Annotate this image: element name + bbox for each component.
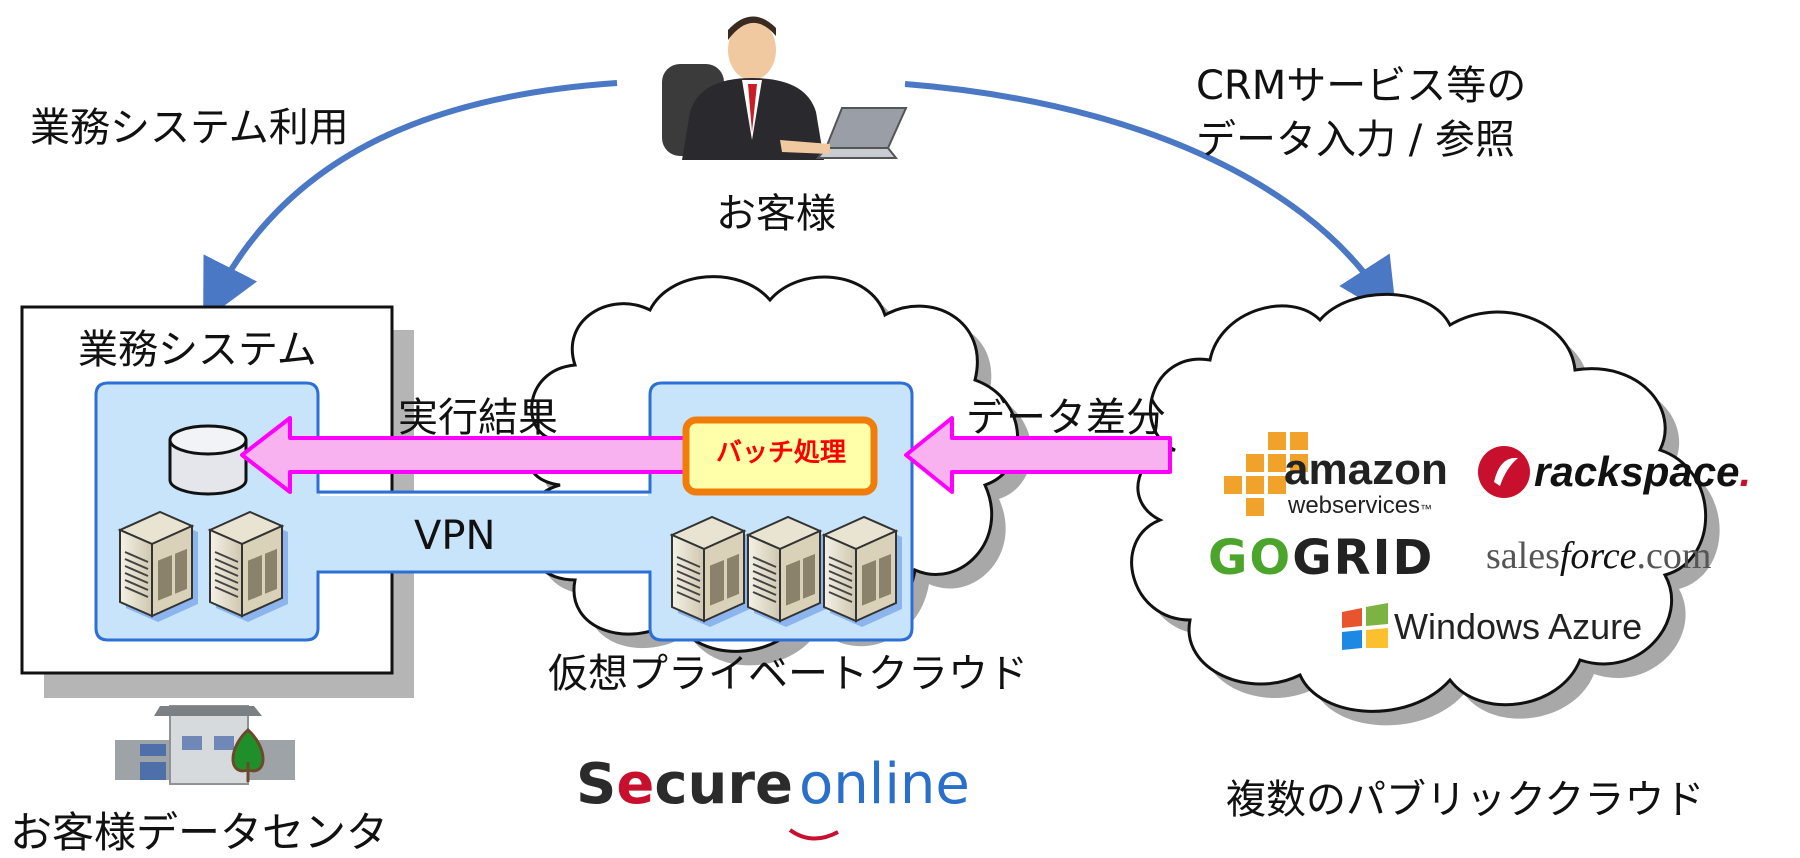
gogrid-o: O	[1249, 530, 1293, 586]
server-rack-icon	[823, 516, 903, 628]
rackspace-logo: rackspace.	[1534, 448, 1751, 496]
salesforce-com: .com	[1636, 535, 1712, 577]
secure-online-nline: nline	[833, 752, 970, 817]
batch-process-box	[682, 416, 878, 496]
amazon-cube-icon	[1224, 432, 1308, 516]
rackspace-dot: .	[1739, 448, 1752, 495]
right-arrow-label-line1: CRMサービス等の	[1196, 63, 1527, 109]
person-at-laptop-icon	[662, 16, 908, 160]
secure-online-swirl	[788, 828, 839, 841]
left-arrow-label: 業務システム利用	[30, 105, 349, 151]
aws-web-services: webservices	[1288, 492, 1421, 519]
azure-azure: Azure	[1548, 606, 1643, 647]
office-building-icon	[115, 705, 295, 785]
gogrid-g: G	[1208, 530, 1250, 586]
business-system-title: 業務システム	[78, 327, 317, 373]
diff-arrow	[904, 416, 1172, 494]
windows-azure-logo: Windows Azure	[1394, 606, 1642, 648]
server-rack-icon	[119, 511, 199, 623]
salesforce-logo: salesforce.com	[1486, 534, 1711, 578]
diff-label: データ差分	[966, 395, 1166, 441]
server-rack-icon	[671, 516, 751, 628]
secure-online-o: o	[799, 752, 834, 817]
datacenter-label: お客様データセンタ	[10, 808, 389, 857]
vpn-label: VPN	[414, 513, 496, 559]
public-cloud-shape	[1130, 292, 1708, 713]
database-icon	[168, 424, 248, 496]
right-arrow-label-line2: データ入力 / 参照	[1196, 117, 1515, 163]
aws-tm: ™	[1420, 502, 1433, 516]
customer-label: お客様	[716, 191, 836, 237]
azure-windows: Windows	[1394, 606, 1541, 647]
salesforce-force: force	[1559, 535, 1637, 577]
secure-online-s: S	[576, 752, 617, 817]
windows-flag-icon	[1342, 603, 1388, 650]
secure-online-e: e	[616, 752, 655, 817]
batch-process-label: バッチ処理	[715, 438, 846, 468]
salesforce-sales: sales	[1486, 535, 1560, 577]
result-label: 実行結果	[398, 395, 558, 441]
secure-online-cure: cure	[654, 752, 793, 817]
public-cloud-label: 複数のパブリッククラウド	[1226, 777, 1705, 823]
gogrid-grid: GRID	[1292, 530, 1435, 586]
rackspace-wordmark: rackspace	[1534, 448, 1740, 495]
rackspace-swirl-icon	[1478, 446, 1530, 498]
amazon-logo: amazon	[1284, 448, 1448, 492]
server-rack-icon	[209, 511, 289, 623]
arrow-customer-to-public-cloud	[904, 81, 1398, 321]
amazon-wordmark: amazon	[1284, 445, 1448, 494]
gogrid-logo: GOGRID	[1208, 530, 1434, 586]
arrow-customer-to-business-system	[203, 80, 618, 322]
server-rack-icon	[747, 516, 827, 628]
private-cloud-label: 仮想プライベートクラウド	[548, 651, 1028, 697]
aws-subtitle: webservices™	[1288, 492, 1432, 520]
